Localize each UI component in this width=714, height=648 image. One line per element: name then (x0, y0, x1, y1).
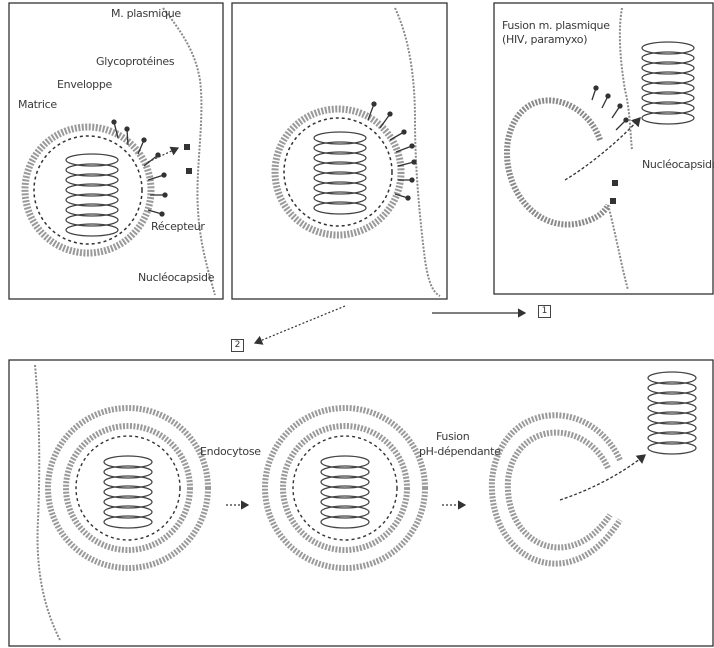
fused-envelope-3-tail (608, 205, 628, 290)
label-nucleocapsid-1: Nucléocapside (138, 271, 214, 284)
label-receptor: Récepteur (151, 220, 205, 233)
arrow-nucleocapsid-release-3 (565, 118, 640, 180)
receptors-1 (184, 144, 192, 174)
arrow-attachment (148, 148, 178, 162)
arrow-path-2 (255, 306, 345, 343)
label-fusion-ph-1: Fusion (436, 430, 469, 443)
panel-1-frame (9, 3, 223, 299)
plasma-membrane-2 (395, 8, 440, 296)
label-nucleocapsid-3: Nucléocapside (642, 158, 714, 171)
glycoproteins-2 (368, 102, 416, 200)
nucleocapsid-2 (314, 132, 366, 214)
label-fusion-ph-2: pH-dépendante (419, 445, 501, 458)
fused-envelope-3 (507, 100, 608, 224)
receptors-3 (610, 180, 618, 204)
label-matrix: Matrice (18, 98, 57, 111)
nucleocapsid-1 (66, 154, 118, 236)
pathway-1-marker: 1 (538, 305, 551, 318)
label-endocytosis: Endocytose (200, 445, 261, 458)
nucleocapsid-bottom-2 (321, 456, 369, 528)
label-fusion-title-2: (HIV, paramyxo) (502, 33, 587, 46)
panel-2-frame (232, 3, 447, 299)
label-envelope: Enveloppe (57, 78, 112, 91)
virion-1 (25, 127, 151, 253)
label-glycoproteins: Glycoprotéines (96, 55, 174, 68)
nucleocapsid-bottom-1 (104, 456, 152, 528)
panel-3-frame (494, 3, 713, 294)
label-plasma-membrane: M. plasmique (111, 7, 181, 20)
plasma-membrane-3 (620, 8, 632, 150)
label-fusion-title-1: Fusion m. plasmique (502, 19, 610, 32)
nucleocapsid-bottom-3 (648, 372, 696, 454)
pathway-2-marker: 2 (231, 339, 244, 352)
bottom-membrane-left (35, 365, 60, 640)
endosome-3-fused (492, 415, 620, 563)
nucleocapsid-3 (642, 42, 694, 124)
bottom-panel-frame (9, 360, 713, 646)
glycoproteins-3 (592, 86, 628, 130)
